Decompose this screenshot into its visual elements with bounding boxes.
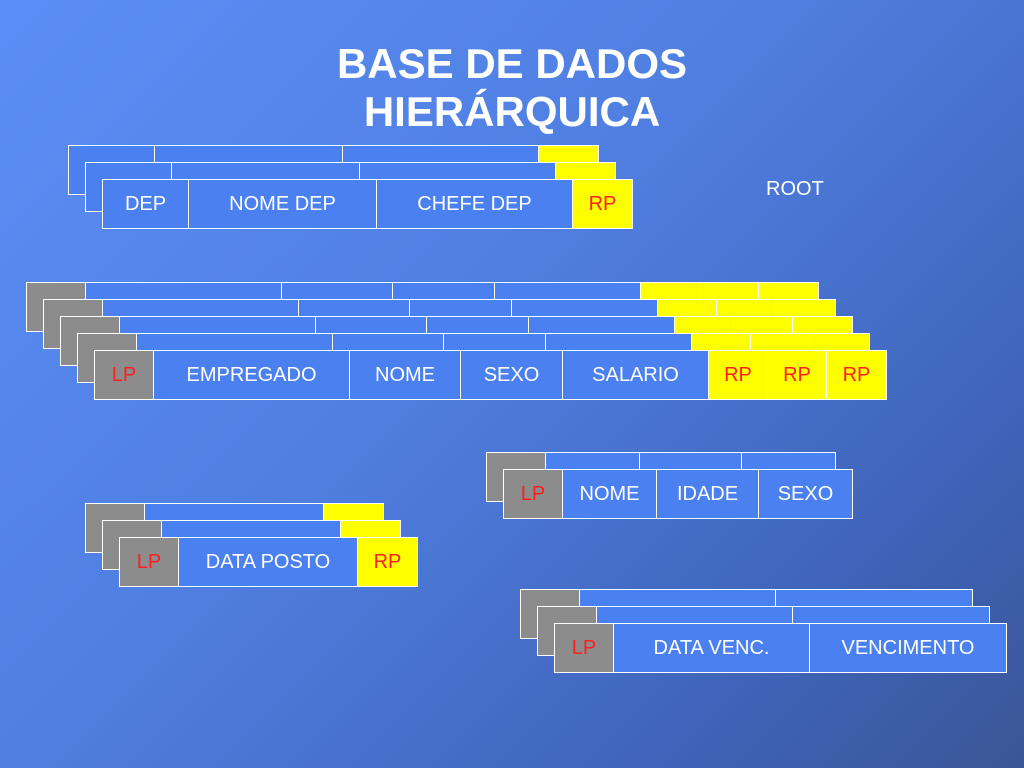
field-cell: NOME: [350, 351, 461, 399]
right-pointer-cell: RP: [709, 351, 768, 399]
root-label: ROOT: [766, 178, 824, 200]
right-pointer-cell: RP: [827, 351, 886, 399]
field-cell: NOME: [563, 470, 657, 518]
title-line-1: BASE DE DADOS: [336, 40, 688, 87]
left-pointer-cell: LP: [95, 351, 154, 399]
field-cell: EMPREGADO: [154, 351, 350, 399]
field-cell: CHEFE DEP: [377, 180, 573, 228]
left-pointer-cell: LP: [504, 470, 563, 518]
field-cell: SEXO: [759, 470, 852, 518]
field-cell: DATA VENC.: [614, 624, 810, 672]
left-pointer-cell: LP: [555, 624, 614, 672]
title-line-2: HIERÁRQUICA: [363, 88, 661, 135]
field-cell: SEXO: [461, 351, 563, 399]
field-cell: IDADE: [657, 470, 759, 518]
field-cell: DATA POSTO: [179, 538, 358, 586]
page-title: BASE DE DADOS HIERÁRQUICA: [0, 40, 1024, 136]
right-pointer-cell: RP: [358, 538, 417, 586]
field-cell: SALARIO: [563, 351, 709, 399]
left-pointer-cell: LP: [120, 538, 179, 586]
field-cell: VENCIMENTO: [810, 624, 1006, 672]
field-cell: NOME DEP: [189, 180, 377, 228]
right-pointer-cell: RP: [768, 351, 827, 399]
right-pointer-cell: RP: [573, 180, 632, 228]
field-cell: DEP: [103, 180, 189, 228]
